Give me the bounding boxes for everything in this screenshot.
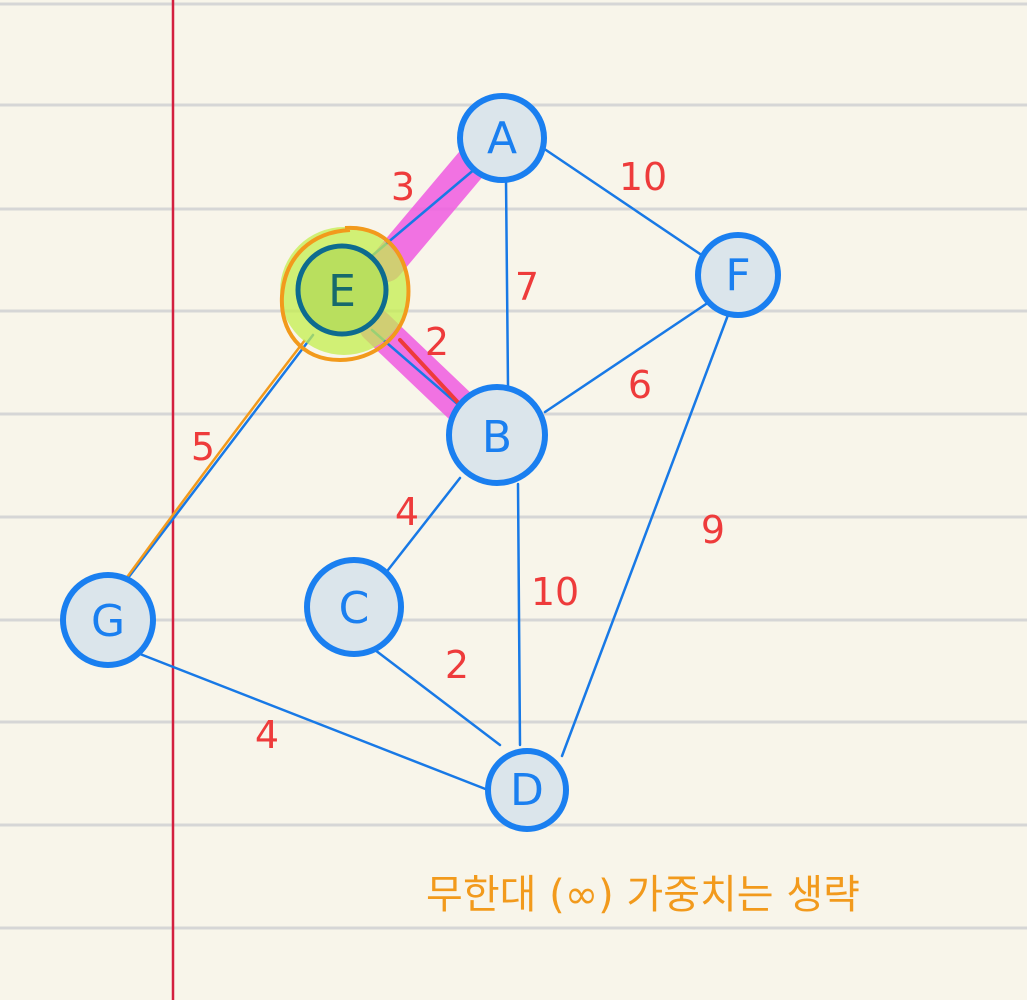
node-f-label: F [725, 250, 750, 301]
nodes: A E F B C G D [60, 93, 781, 832]
weight-b-f: 6 [628, 363, 652, 407]
weight-e-b: 2 [425, 320, 449, 364]
node-c: C [304, 557, 404, 657]
edge-f-d [560, 313, 730, 758]
edge-b-d [516, 482, 522, 747]
weight-b-c: 4 [395, 490, 419, 534]
node-d: D [485, 748, 569, 832]
node-c-label: C [339, 583, 370, 634]
edge-c-d [373, 648, 502, 747]
weight-a-f: 10 [619, 155, 667, 199]
edge-a-f [538, 144, 708, 260]
node-a-label: A [487, 113, 517, 164]
node-a: A [457, 93, 547, 183]
weight-a-b: 7 [515, 265, 539, 309]
node-b: B [446, 384, 548, 486]
weight-f-d: 9 [701, 508, 725, 552]
node-d-circle [485, 748, 569, 832]
node-f-circle [695, 232, 781, 318]
edge-weights: 3 10 7 2 5 6 9 4 10 2 4 [191, 155, 725, 757]
marker-edge-e-b [398, 338, 467, 412]
weight-e-g: 5 [191, 425, 215, 469]
edges [126, 144, 730, 792]
node-d-label: D [510, 765, 544, 816]
weight-a-e: 3 [391, 165, 415, 209]
edge-a-b [504, 178, 510, 388]
highlight-edge-e-g [123, 339, 306, 581]
node-e-label: E [328, 266, 356, 317]
node-b-circle [446, 384, 548, 486]
highlight-edge-a-e [369, 146, 489, 282]
weight-b-d: 10 [531, 570, 579, 614]
weight-g-d: 4 [255, 713, 279, 757]
node-g-label: G [91, 596, 125, 647]
edge-b-c [386, 476, 462, 572]
node-g: G [60, 572, 156, 668]
note-text: 무한대 (∞) 가중치는 생략 [426, 872, 860, 918]
node-b-label: B [482, 412, 512, 463]
weight-c-d: 2 [445, 643, 469, 687]
node-e-circle [295, 243, 389, 337]
node-e: E [295, 243, 389, 337]
node-f: F [695, 232, 781, 318]
edge-b-f [543, 298, 714, 414]
node-g-circle [60, 572, 156, 668]
start-node-ring [279, 225, 411, 363]
node-c-circle [304, 557, 404, 657]
edge-g-d [138, 652, 490, 792]
edge-e-g [126, 333, 315, 580]
node-a-circle [457, 93, 547, 183]
